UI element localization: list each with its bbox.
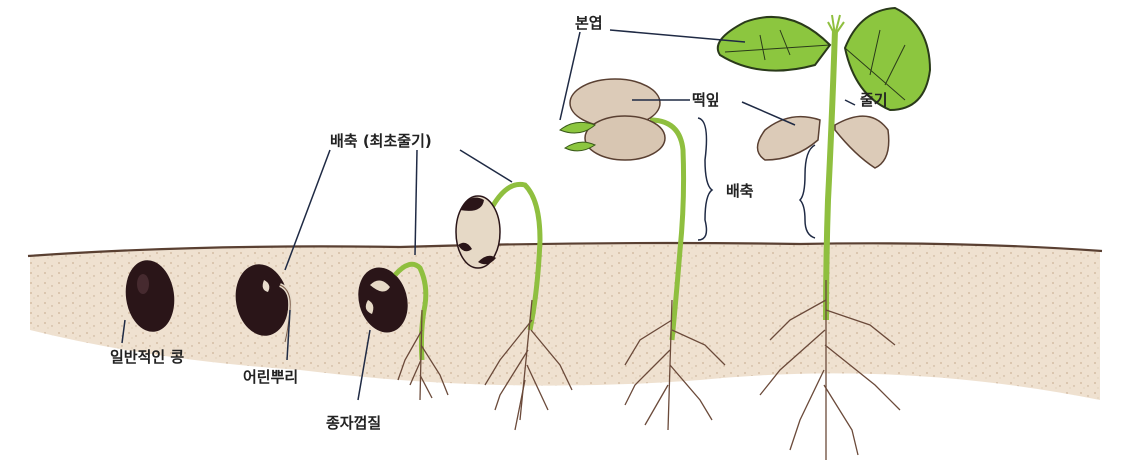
label-radicle: 어린뿌리 (243, 368, 298, 386)
label-hypocotyl-side: 배축 (726, 182, 754, 200)
leader-cotyledon-b (742, 102, 795, 125)
cotyledon-left (758, 117, 821, 160)
label-hypocotyl-top: 배축 (최초줄기) (330, 132, 432, 150)
cotyledon-right (835, 116, 889, 168)
label-true-leaf: 본엽 (575, 14, 603, 32)
leader-hypocotyl-b (415, 150, 417, 255)
leader-hypocotyl-c (460, 150, 512, 182)
brace-hypocotyl-right (800, 145, 815, 238)
leader-stem (845, 100, 855, 105)
label-seed-coat: 종자껍질 (326, 414, 381, 432)
true-leaf-left (718, 17, 830, 71)
cotyledon (585, 116, 665, 160)
label-stem: 줄기 (860, 91, 888, 109)
label-ordinary-bean: 일반적인 콩 (110, 348, 184, 366)
brace-hypocotyl-mid (698, 118, 712, 240)
label-cotyledon: 떡잎 (692, 91, 720, 109)
stage-6-true-leaves (718, 8, 930, 460)
